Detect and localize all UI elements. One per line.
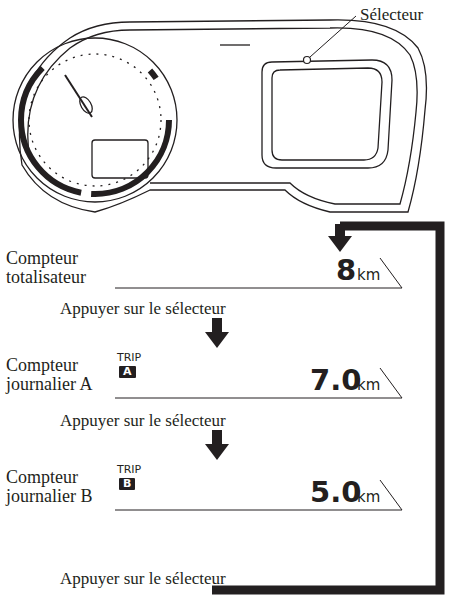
instrument-cluster [13,20,426,212]
instruction-label: Appuyer sur le sélecteur [60,300,226,318]
instruction-label: Appuyer sur le sélecteur [60,570,226,588]
display-value: 8 [336,255,356,285]
instruction-label: Appuyer sur le sélecteur [60,412,226,430]
trip-label: TRIP [117,464,141,476]
cycle-bracket [212,226,440,590]
needle-hub [77,95,95,116]
row-edge [380,480,402,510]
display-rows [115,258,402,510]
gauge-ring [13,38,177,202]
row-edge [380,258,402,288]
row-edge [380,368,402,398]
row-line [115,288,402,289]
row-label: Compteur totalisateur [6,249,114,287]
row-label: Compteur journalier A [6,356,114,394]
step-arrow [205,318,229,348]
trip-badge: B [119,478,135,490]
step-arrow [205,430,229,460]
display-frame [262,60,392,168]
unit-label: km [357,490,380,506]
gauge-ticks [29,54,161,186]
trip-badge: A [119,366,136,378]
small-display [92,140,148,178]
display-value: 5.0 [310,477,361,507]
row-label: Compteur journalier B [6,468,114,506]
row-line [115,510,402,511]
callout-label: Sélecteur [360,6,423,24]
panel-line [220,44,250,45]
display-value: 7.0 [310,365,361,395]
unit-label: km [357,268,380,284]
gauge-scale [21,46,169,194]
leader-line [310,16,356,57]
selector-knob [304,57,311,64]
unit-label: km [357,378,380,394]
cluster-bezel [28,28,417,204]
cluster-housing [19,20,426,212]
gauge-needle [65,75,92,117]
trip-label: TRIP [117,352,141,364]
row-line [115,398,402,399]
cycle-arrow [328,224,352,252]
display-screen [272,68,382,160]
